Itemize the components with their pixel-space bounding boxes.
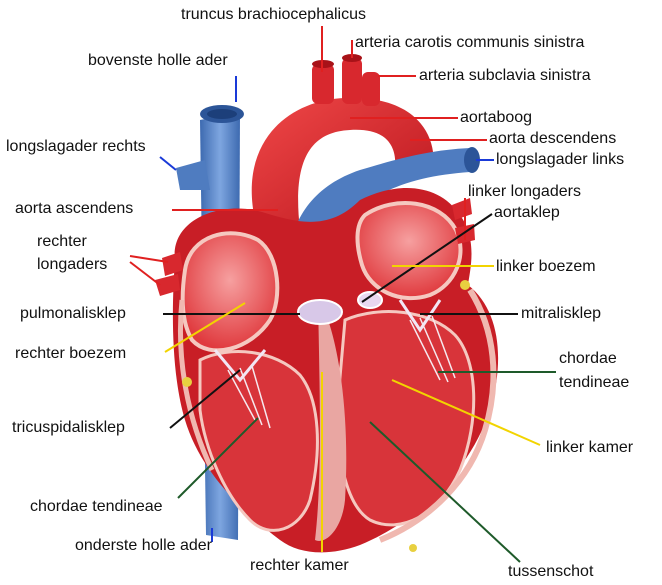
label-rechter-kamer: rechter kamer [250,557,349,575]
line-longslag-r [160,157,176,170]
label-onderste-holle-ader: onderste holle ader [75,537,212,555]
label-linker-kamer: linker kamer [546,439,633,457]
label-subclavia: arteria subclavia sinistra [419,67,591,85]
label-longslagader-links: longslagader links [496,151,624,169]
label-rechter-longaders-2: longaders [37,256,107,274]
label-linker-boezem: linker boezem [496,258,596,276]
label-tricuspidalisklep: tricuspidalisklep [12,419,125,437]
line-rl2 [130,262,160,285]
label-pulmonalisklep: pulmonalisklep [20,305,126,323]
label-linker-longaders: linker longaders [468,183,581,201]
label-chordae-left: chordae tendineae [30,498,163,516]
label-longslagader-rechts: longslagader rechts [6,138,146,156]
label-rechter-longaders-1: rechter [37,233,87,251]
label-bovenste-holle-ader: bovenste holle ader [88,52,228,70]
label-tussenschot: tussenschot [508,563,593,581]
label-aortaklep: aortaklep [494,204,560,222]
label-chordae-right-2: tendineae [559,374,629,392]
label-aorta-descendens: aorta descendens [489,130,616,148]
label-chordae-right-1: chordae [559,350,617,368]
label-carotis-communis: arteria carotis communis sinistra [355,34,584,52]
label-truncus-brachiocephalicus: truncus brachiocephalicus [181,6,366,24]
label-aortaboog: aortaboog [460,109,532,127]
label-mitralisklep: mitralisklep [521,305,601,323]
label-aorta-ascendens: aorta ascendens [15,200,133,218]
label-rechter-boezem: rechter boezem [15,345,126,363]
